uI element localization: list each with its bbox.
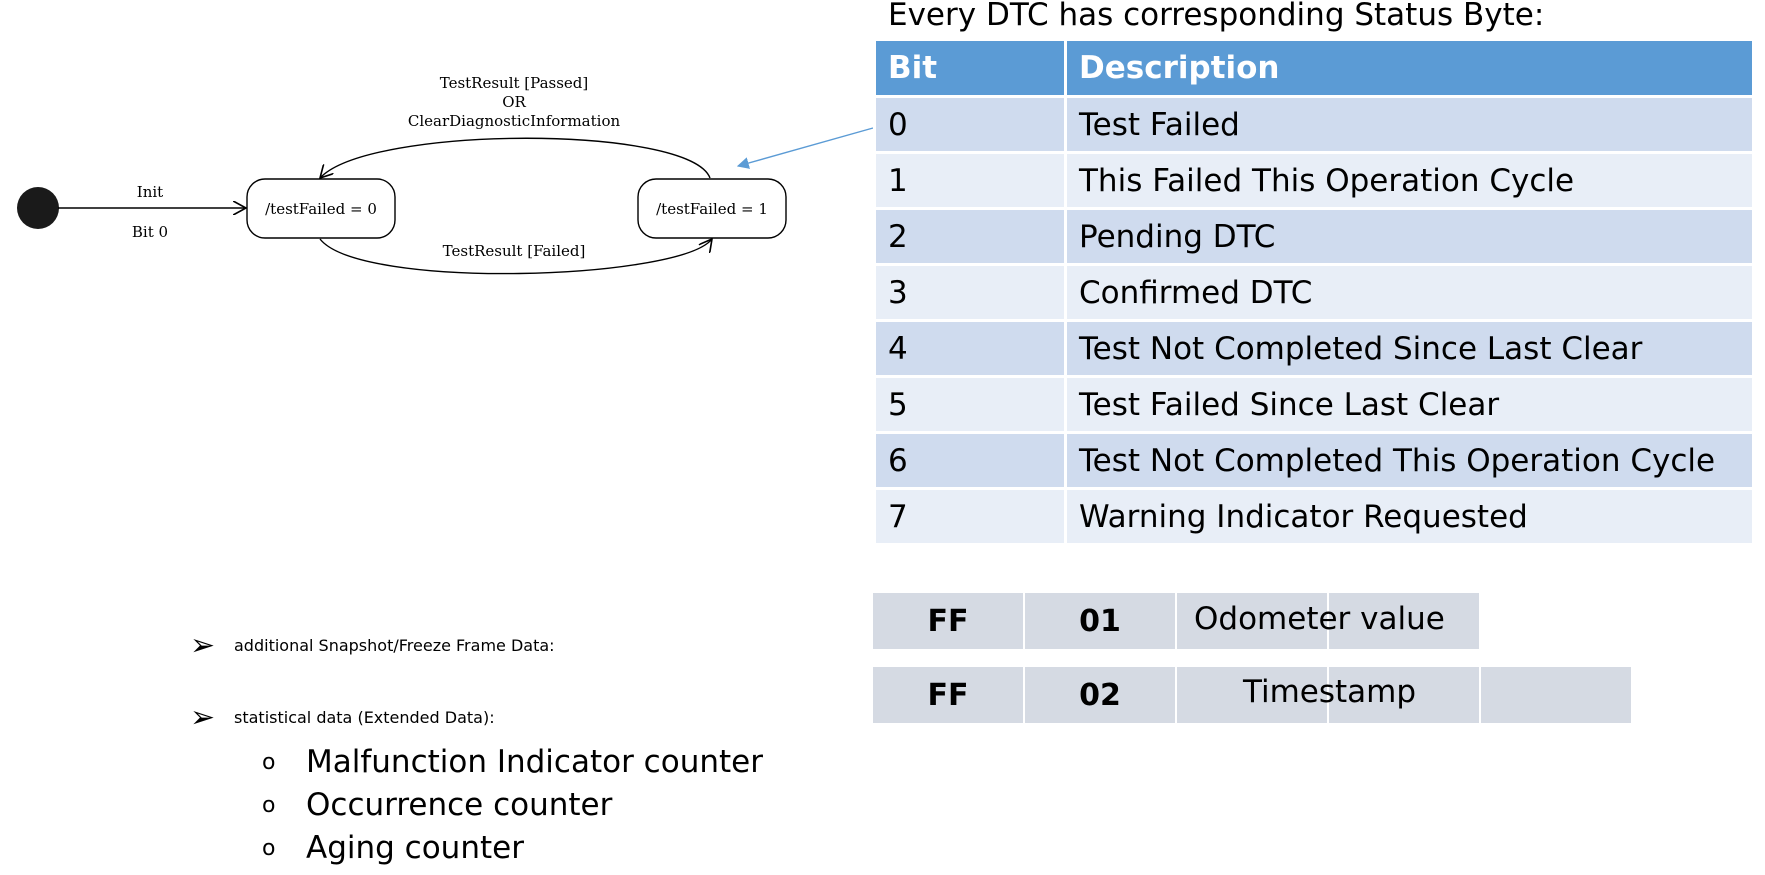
bit-cell: 2 (873, 207, 1067, 266)
state-test-failed-1-label: /testFailed = 1 (656, 200, 768, 218)
description-cell: Test Not Completed This Operation Cycle (1064, 431, 1755, 490)
ff-label-timestamp: Timestamp (1243, 674, 1417, 710)
bullet-statistical-text: statistical data (Extended Data): (234, 708, 495, 727)
ff-cell-empty (1177, 667, 1327, 723)
transition-passed-or-clear (320, 137, 711, 178)
pointer-arrow (736, 127, 874, 169)
table-header-row: Bit Description (873, 38, 1755, 98)
initial-state-node (17, 187, 59, 229)
sub-item-text: Malfunction Indicator counter (306, 744, 763, 780)
freeze-frame-row-2: FF 02 (873, 667, 1631, 723)
transition-failed (319, 239, 712, 275)
bit-cell: 4 (873, 319, 1067, 378)
description-cell: Test Failed (1064, 95, 1755, 154)
init-label: Init (137, 183, 163, 201)
freeze-frame-row-1: FF 01 (873, 593, 1479, 649)
arrowhead-bullet-icon: ➢ (190, 700, 216, 735)
bit-cell: 7 (873, 487, 1067, 546)
description-cell: Pending DTC (1064, 207, 1755, 266)
bit-cell: 6 (873, 431, 1067, 490)
sub-item-text: Aging counter (306, 830, 524, 866)
ff-cell-empty (1177, 593, 1327, 649)
bit-cell: 1 (873, 151, 1067, 210)
description-cell: This Failed This Operation Cycle (1064, 151, 1755, 210)
sub-item: o Aging counter (262, 830, 524, 866)
transition-back-line-2: OR (502, 93, 526, 111)
circle-bullet-icon: o (262, 749, 276, 775)
header-bit: Bit (873, 38, 1067, 98)
init-sub-label: Bit 0 (132, 223, 168, 241)
transition-back-line-3: ClearDiagnosticInformation (408, 112, 621, 130)
bullet-snapshot: ➢ additional Snapshot/Freeze Frame Data: (190, 628, 555, 663)
ff-cell-empty (1329, 593, 1479, 649)
ff-cell-empty (1329, 667, 1479, 723)
circle-bullet-icon: o (262, 792, 276, 818)
ff-cell-id: FF (873, 667, 1023, 723)
bit-cell: 3 (873, 263, 1067, 322)
ff-cell-number: 01 (1025, 593, 1175, 649)
sub-item: o Occurrence counter (262, 787, 612, 823)
bullet-statistical: ➢ statistical data (Extended Data): (190, 700, 495, 735)
ff-cell-empty (1481, 667, 1631, 723)
sub-item-text: Occurrence counter (306, 787, 613, 823)
status-byte-title: Every DTC has corresponding Status Byte: (888, 0, 1545, 33)
description-cell: Test Failed Since Last Clear (1064, 375, 1755, 434)
ff-cell-id: FF (873, 593, 1023, 649)
bit-cell: 5 (873, 375, 1067, 434)
header-description: Description (1064, 38, 1755, 98)
transition-back-line-1: TestResult [Passed] (440, 74, 589, 92)
sub-item: o Malfunction Indicator counter (262, 744, 763, 780)
state-diagram: Init Bit 0 /testFailed = 0 /testFailed =… (17, 74, 874, 275)
state-test-failed-0-label: /testFailed = 0 (265, 200, 377, 218)
description-cell: Confirmed DTC (1064, 263, 1755, 322)
bullet-snapshot-text: additional Snapshot/Freeze Frame Data: (234, 636, 555, 655)
ff-label-odometer: Odometer value (1194, 601, 1445, 637)
description-cell: Warning Indicator Requested (1064, 487, 1755, 546)
arrowhead-bullet-icon: ➢ (190, 628, 216, 663)
circle-bullet-icon: o (262, 835, 276, 861)
ff-cell-number: 02 (1025, 667, 1175, 723)
transition-forward-label: TestResult [Failed] (443, 242, 586, 260)
bit-cell: 0 (873, 95, 1067, 154)
description-cell: Test Not Completed Since Last Clear (1064, 319, 1755, 378)
